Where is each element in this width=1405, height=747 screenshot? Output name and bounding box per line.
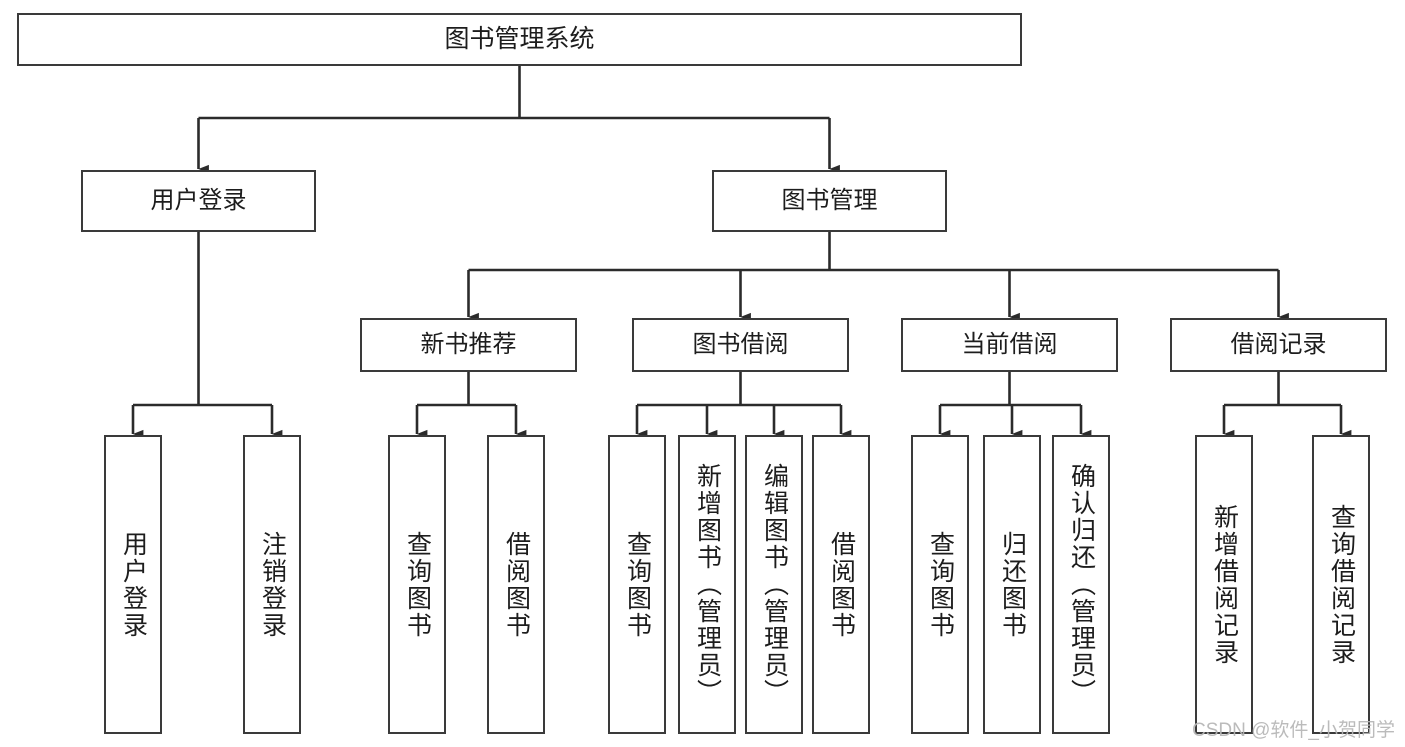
node-current-borrow[interactable]: 当前借阅 [901, 318, 1118, 372]
node-leaf-return-book-label: 归还图书 [998, 530, 1027, 639]
node-leaf-user-logout[interactable]: 注销登录 [243, 435, 301, 734]
node-leaf-return-book[interactable]: 归还图书 [983, 435, 1041, 734]
node-leaf-query-record-label: 查询借阅记录 [1327, 503, 1356, 666]
node-book-borrow[interactable]: 图书借阅 [632, 318, 849, 372]
node-borrow-record[interactable]: 借阅记录 [1170, 318, 1387, 372]
node-leaf-query-record[interactable]: 查询借阅记录 [1312, 435, 1370, 734]
node-leaf-confirm-return-label: 确认归还（管理员） [1067, 463, 1096, 706]
node-leaf-add-record[interactable]: 新增借阅记录 [1195, 435, 1253, 734]
node-leaf-confirm-return[interactable]: 确认归还（管理员） [1052, 435, 1110, 734]
node-leaf-edit-book[interactable]: 编辑图书（管理员） [745, 435, 803, 734]
node-root-system[interactable]: 图书管理系统 [17, 13, 1022, 66]
node-leaf-query-book-1-label: 查询图书 [403, 530, 432, 639]
node-leaf-query-book-2-label: 查询图书 [623, 530, 652, 639]
csdn-watermark: CSDN @软件_小贺同学 [1192, 720, 1395, 741]
node-book-manage[interactable]: 图书管理 [712, 170, 947, 232]
node-leaf-user-logout-label: 注销登录 [258, 530, 287, 639]
node-book-borrow-label: 图书借阅 [692, 330, 789, 358]
node-current-borrow-label: 当前借阅 [961, 330, 1058, 358]
connector-lines [131, 66, 1352, 439]
node-leaf-borrow-book-2-label: 借阅图书 [827, 530, 856, 639]
node-leaf-borrow-book-1[interactable]: 借阅图书 [487, 435, 545, 734]
node-leaf-query-book-3[interactable]: 查询图书 [911, 435, 969, 734]
node-user-login-label: 用户登录 [150, 186, 247, 214]
node-leaf-add-book[interactable]: 新增图书（管理员） [678, 435, 736, 734]
node-new-book-recommend-label: 新书推荐 [420, 330, 517, 358]
node-leaf-add-book-label: 新增图书（管理员） [693, 463, 722, 706]
node-leaf-query-book-1[interactable]: 查询图书 [388, 435, 446, 734]
node-leaf-query-book-3-label: 查询图书 [926, 530, 955, 639]
node-leaf-add-record-label: 新增借阅记录 [1210, 503, 1239, 666]
node-leaf-borrow-book-2[interactable]: 借阅图书 [812, 435, 870, 734]
node-leaf-borrow-book-1-label: 借阅图书 [502, 530, 531, 639]
node-book-manage-label: 图书管理 [781, 186, 878, 214]
node-leaf-edit-book-label: 编辑图书（管理员） [760, 463, 789, 706]
node-root-system-label: 图书管理系统 [444, 24, 595, 53]
node-leaf-user-login[interactable]: 用户登录 [104, 435, 162, 734]
node-leaf-user-login-label: 用户登录 [119, 530, 148, 639]
node-leaf-query-book-2[interactable]: 查询图书 [608, 435, 666, 734]
node-borrow-record-label: 借阅记录 [1230, 330, 1327, 358]
node-new-book-recommend[interactable]: 新书推荐 [360, 318, 577, 372]
node-user-login[interactable]: 用户登录 [81, 170, 316, 232]
